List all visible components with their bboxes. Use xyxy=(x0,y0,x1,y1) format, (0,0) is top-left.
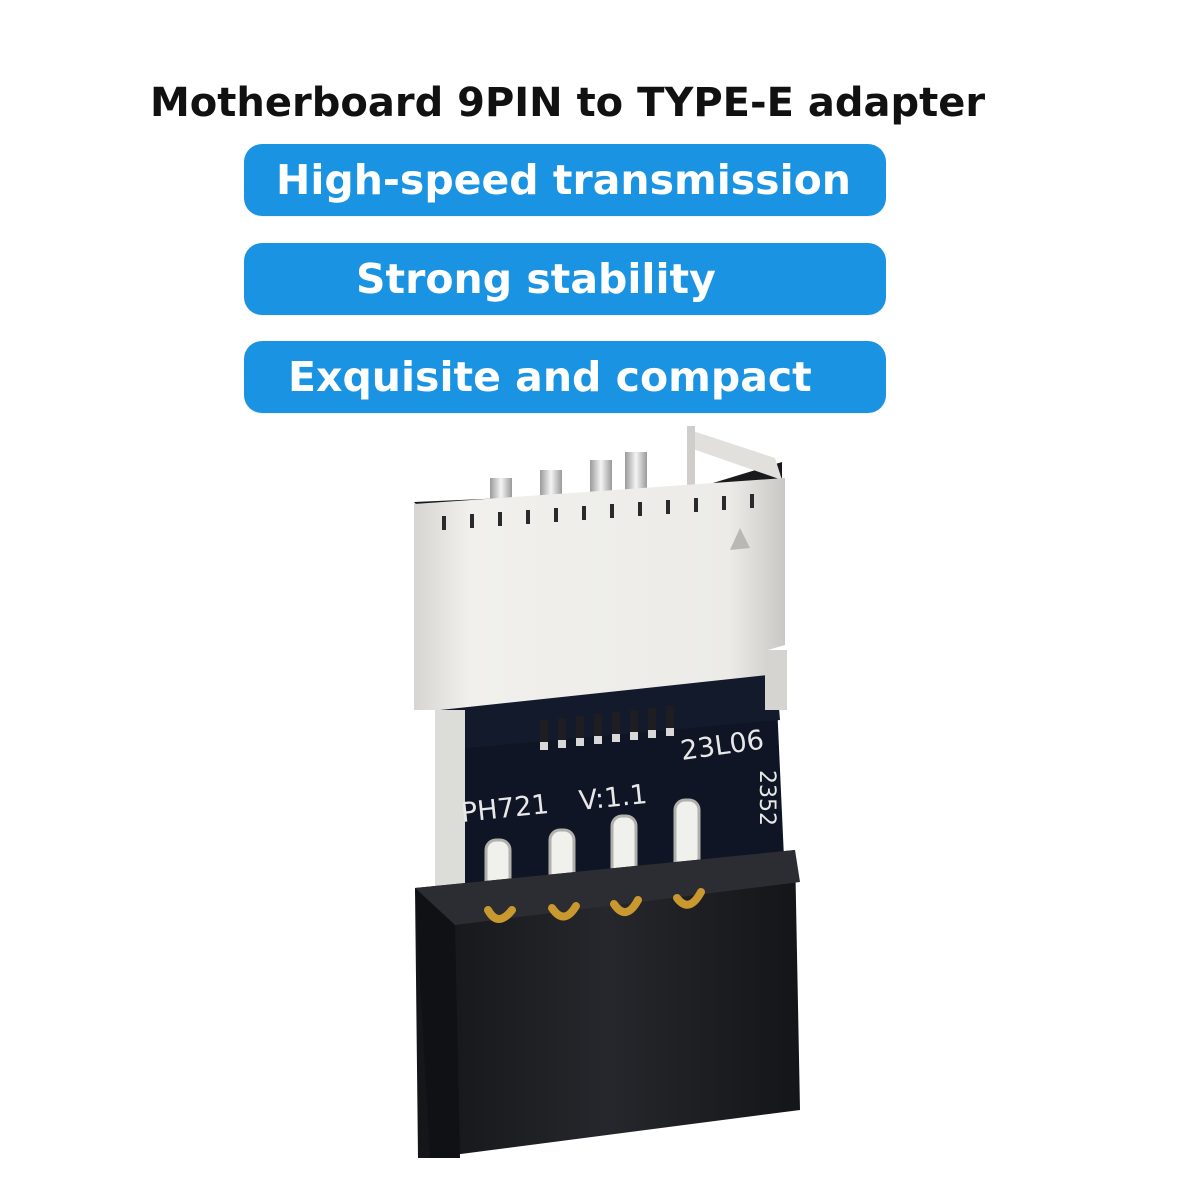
side-plate xyxy=(765,650,787,710)
feature-badge-compact: Exquisite and compact xyxy=(244,341,886,413)
feature-badge-stability: Strong stability xyxy=(244,243,886,315)
board-code-vertical-label: 2352 xyxy=(754,770,779,826)
feature-badge-label: Strong stability xyxy=(356,255,716,303)
feature-badge-label: High-speed transmission xyxy=(276,156,851,204)
orientation-arrow-icon xyxy=(730,528,750,550)
board-version-label: V:1.1 xyxy=(577,779,648,817)
solder-joints xyxy=(484,888,705,923)
adapter-product-illustration: PH721 V:1.1 23L06 2352 xyxy=(414,426,800,1158)
type-e-connector xyxy=(414,426,785,710)
pin-header-housing xyxy=(415,850,800,1158)
feature-badge-high-speed: High-speed transmission xyxy=(244,144,886,216)
contact-strip xyxy=(540,706,674,748)
side-plate xyxy=(435,710,465,910)
page-title: Motherboard 9PIN to TYPE-E adapter xyxy=(150,80,986,126)
feature-badge-label: Exquisite and compact xyxy=(288,353,812,401)
